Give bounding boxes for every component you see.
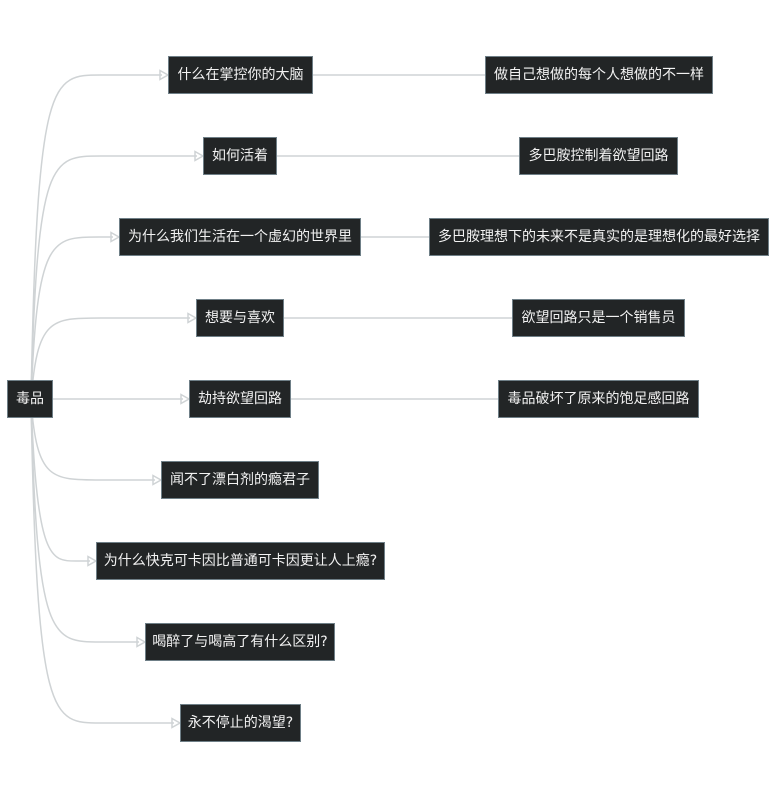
connector-root-branch-6 bbox=[30, 400, 155, 481]
arrow-branch-6 bbox=[152, 474, 163, 486]
branch-node-1[interactable]: 什么在掌控你的大脑 bbox=[168, 56, 313, 94]
branch-node-5[interactable]: 劫持欲望回路 bbox=[189, 380, 291, 418]
connector-root-branch-7 bbox=[30, 400, 90, 562]
connector-root-branch-2 bbox=[30, 155, 197, 402]
leaf-node-1[interactable]: 做自己想做的每个人想做的不一样 bbox=[485, 56, 713, 94]
leaf-node-5[interactable]: 毒品破坏了原来的饱足感回路 bbox=[498, 380, 699, 418]
arrow-branch-3 bbox=[110, 231, 121, 243]
leaf-node-3[interactable]: 多巴胺理想下的未来不是真实的是理想化的最好选择 bbox=[429, 218, 769, 256]
leaf-node-4[interactable]: 欲望回路只是一个销售员 bbox=[512, 299, 685, 337]
branch-node-6[interactable]: 闻不了漂白剂的瘾君子 bbox=[161, 461, 319, 499]
connector-root-branch-1 bbox=[30, 74, 162, 402]
branch-node-2[interactable]: 如何活着 bbox=[203, 137, 277, 175]
branch-node-4[interactable]: 想要与喜欢 bbox=[196, 299, 284, 337]
arrow-branch-4 bbox=[187, 312, 198, 324]
arrow-branch-8 bbox=[136, 636, 147, 648]
connector-root-branch-9 bbox=[30, 400, 174, 724]
connector-root-branch-3 bbox=[30, 236, 113, 402]
arrow-branch-7 bbox=[87, 555, 98, 567]
root-node[interactable]: 毒品 bbox=[7, 380, 53, 418]
arrow-branch-5 bbox=[180, 393, 191, 405]
branch-node-3[interactable]: 为什么我们生活在一个虚幻的世界里 bbox=[119, 218, 361, 256]
arrow-branch-2 bbox=[194, 150, 205, 162]
connector-root-branch-8 bbox=[30, 400, 139, 643]
arrow-branch-9 bbox=[171, 717, 182, 729]
arrow-branch-1 bbox=[159, 69, 170, 81]
connector-root-branch-4 bbox=[30, 317, 190, 402]
branch-node-8[interactable]: 喝醉了与喝高了有什么区别? bbox=[145, 623, 335, 661]
branch-node-7[interactable]: 为什么快克可卡因比普通可卡因更让人上瘾? bbox=[96, 542, 385, 580]
branch-node-9[interactable]: 永不停止的渴望? bbox=[180, 704, 301, 742]
leaf-node-2[interactable]: 多巴胺控制着欲望回路 bbox=[519, 137, 678, 175]
